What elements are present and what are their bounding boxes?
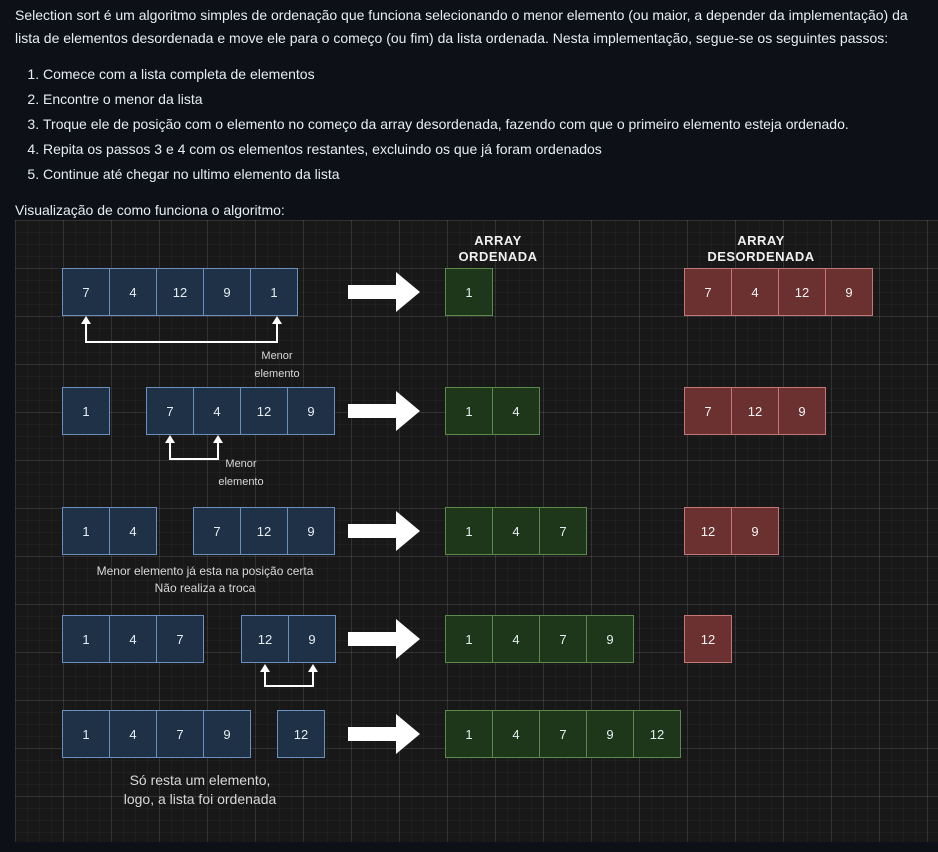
array-cell: 12 <box>240 507 288 555</box>
array-cell: 4 <box>109 507 157 555</box>
smallest-element-note-2: Menor elemento <box>211 455 271 491</box>
visualization-label: Visualização de como funciona o algoritm… <box>15 202 285 218</box>
array-cell: 12 <box>277 710 325 758</box>
transition-arrow-icon <box>348 391 420 431</box>
note-line: Menor <box>261 350 293 362</box>
note-line: elemento <box>254 368 300 380</box>
array-cell: 12 <box>156 268 204 316</box>
array-cell: 7 <box>193 507 241 555</box>
note-line: elemento <box>218 476 264 488</box>
array-cell: 9 <box>287 507 335 555</box>
working-array-row-3b: 7 12 9 <box>193 507 335 555</box>
note-line: Não realiza a troca <box>154 581 256 595</box>
sorted-cell: 7 <box>539 710 587 758</box>
array-cell: 9 <box>287 387 335 435</box>
sorted-cell: 4 <box>492 507 540 555</box>
intro-paragraph: Selection sort é um algoritmo simples de… <box>15 7 908 46</box>
array-cell: 7 <box>146 387 194 435</box>
final-note: Só resta um elemento, logo, a lista foi … <box>95 771 305 809</box>
unsorted-cell: 7 <box>684 268 732 316</box>
array-cell: 4 <box>109 710 157 758</box>
array-cell: 1 <box>62 387 110 435</box>
array-cell: 4 <box>193 387 241 435</box>
sorted-array-row-1: 1 <box>445 268 493 316</box>
note-line: logo, a lista foi ordenada <box>123 791 277 807</box>
sorted-cell: 12 <box>633 710 681 758</box>
transition-arrow-icon <box>348 511 420 551</box>
sorted-cell: 9 <box>586 615 634 663</box>
working-array-row-4b: 12 9 <box>241 615 336 663</box>
sorted-cell: 4 <box>492 387 540 435</box>
array-cell: 9 <box>203 268 251 316</box>
unsorted-cell: 12 <box>684 507 732 555</box>
unsorted-cell: 7 <box>684 387 732 435</box>
array-cell: 4 <box>109 268 157 316</box>
swap-bracket-row-1 <box>85 321 278 343</box>
arrowhead-icon <box>308 664 318 672</box>
no-swap-note: Menor elemento já esta na posição certa … <box>70 563 340 597</box>
smallest-element-note-1: Menor elemento <box>247 347 307 383</box>
unsorted-cell: 12 <box>731 387 779 435</box>
sorted-array-row-5: 1 4 7 9 12 <box>445 710 681 758</box>
sorted-array-row-4: 1 4 7 9 <box>445 615 634 663</box>
array-cell: 7 <box>156 615 204 663</box>
sorted-cell: 7 <box>539 507 587 555</box>
unsorted-array-row-4: 12 <box>684 615 732 663</box>
working-array-row-2b: 7 4 12 9 <box>146 387 335 435</box>
transition-arrow-icon <box>348 714 420 754</box>
working-array-row-4a: 1 4 7 <box>62 615 204 663</box>
working-array-row-2a: 1 <box>62 387 110 435</box>
arrowhead-icon <box>260 664 270 672</box>
step-item: Continue até chegar no ultimo elemento d… <box>43 162 849 187</box>
step-item: Repita os passos 3 e 4 com os elementos … <box>43 137 849 162</box>
note-line: Só resta um elemento, <box>129 772 271 788</box>
note-line: Menor <box>225 458 257 470</box>
step-item: Encontre o menor da lista <box>43 87 849 112</box>
sorted-cell: 1 <box>445 268 493 316</box>
swap-bracket-row-2 <box>169 440 219 460</box>
unsorted-array-row-1: 7 4 12 9 <box>684 268 873 316</box>
array-cell: 1 <box>250 268 298 316</box>
note-line: Menor elemento já esta na posição certa <box>96 564 314 578</box>
unsorted-cell: 4 <box>731 268 779 316</box>
array-cell: 7 <box>156 710 204 758</box>
arrowhead-icon <box>272 316 282 324</box>
transition-arrow-icon <box>348 272 420 312</box>
unsorted-array-row-2: 7 12 9 <box>684 387 826 435</box>
unsorted-cell: 9 <box>731 507 779 555</box>
array-cell: 9 <box>203 710 251 758</box>
working-array-row-5b: 12 <box>277 710 325 758</box>
arrowhead-icon <box>213 435 223 443</box>
array-cell: 9 <box>288 615 336 663</box>
sorted-cell: 1 <box>445 507 493 555</box>
array-cell: 1 <box>62 710 110 758</box>
sorted-array-row-3: 1 4 7 <box>445 507 587 555</box>
swap-bracket-row-4 <box>264 669 314 687</box>
array-cell: 1 <box>62 507 110 555</box>
unsorted-array-row-3: 12 9 <box>684 507 779 555</box>
unsorted-cell: 9 <box>825 268 873 316</box>
working-array-row-1: 7 4 12 9 1 <box>62 268 298 316</box>
working-array-row-3a: 1 4 <box>62 507 157 555</box>
sorted-array-row-2: 1 4 <box>445 387 540 435</box>
step-item: Troque ele de posição com o elemento no … <box>43 112 849 137</box>
transition-arrow-icon <box>348 619 420 659</box>
working-array-row-5a: 1 4 7 9 <box>62 710 251 758</box>
arrowhead-icon <box>81 316 91 324</box>
swap-connectors <box>81 316 318 687</box>
step-item: Comece com a lista completa de elementos <box>43 62 849 87</box>
arrowhead-icon <box>165 435 175 443</box>
sorted-array-header: ARRAY ORDENADA <box>458 233 538 264</box>
unsorted-cell: 12 <box>684 615 732 663</box>
steps-list: Comece com a lista completa de elementos… <box>17 62 849 187</box>
unsorted-cell: 9 <box>778 387 826 435</box>
unsorted-cell: 12 <box>778 268 826 316</box>
unsorted-array-header: ARRAY DESORDENADA <box>707 233 815 264</box>
algorithm-diagram: ARRAY ORDENADA ARRAY DESORDENADA 7 4 12 … <box>15 220 938 842</box>
sorted-cell: 1 <box>445 615 493 663</box>
